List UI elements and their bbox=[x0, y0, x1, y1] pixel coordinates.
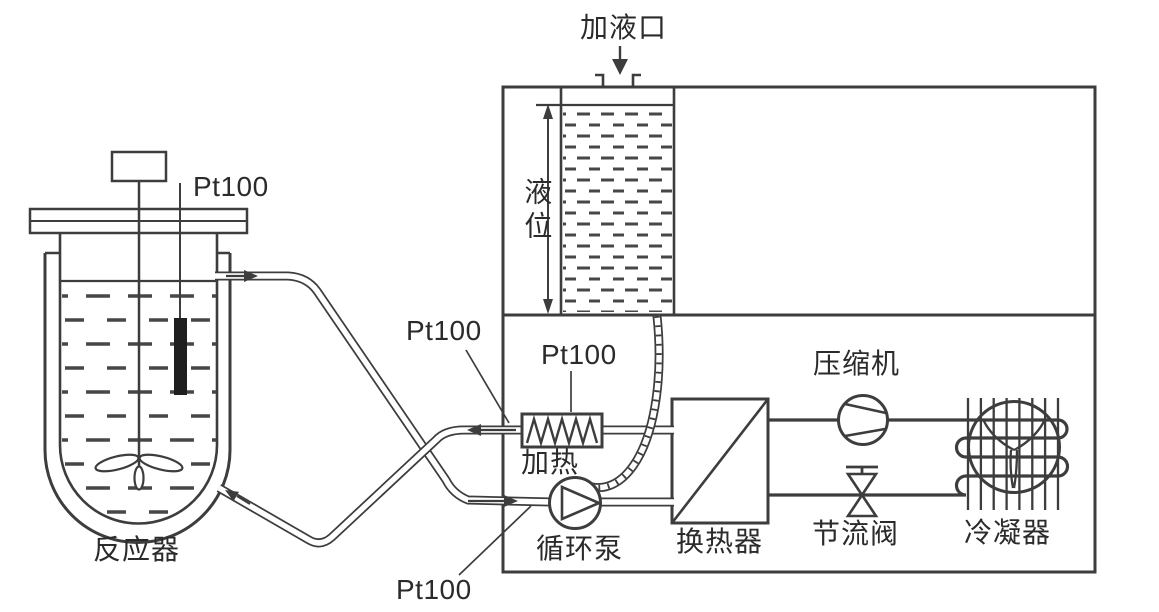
fill-arrow bbox=[612, 46, 628, 75]
fill-port bbox=[595, 73, 641, 87]
leader-pt100-upper bbox=[465, 349, 510, 424]
label-compressor: 压缩机 bbox=[813, 348, 901, 379]
flow-arrows bbox=[225, 270, 518, 507]
tank-drain-hose bbox=[584, 315, 664, 493]
pipe-return bbox=[216, 425, 524, 548]
leader-pt100-lower bbox=[458, 505, 532, 576]
pt100-probe bbox=[174, 318, 187, 395]
label-fill-port: 加液口 bbox=[580, 12, 668, 43]
liquid-level-arrow bbox=[543, 104, 553, 314]
arrow-to-pump bbox=[468, 495, 518, 507]
throttle-valve-symbol bbox=[845, 465, 879, 518]
stirrer-motor bbox=[110, 150, 168, 183]
label-pt100-return: Pt100 bbox=[396, 574, 472, 605]
reactor-inner-wall bbox=[58, 233, 219, 525]
tank-walls bbox=[559, 87, 676, 315]
label-liquid-level: 液位 bbox=[521, 177, 553, 245]
label-heater: 加热 bbox=[521, 447, 580, 478]
unit-enclosure bbox=[501, 85, 1097, 574]
label-heat-exchanger: 换热器 bbox=[676, 526, 764, 557]
label-pt100-reactor: Pt100 bbox=[193, 171, 269, 202]
label-pt100-heater: Pt100 bbox=[541, 339, 617, 370]
label-reactor: 反应器 bbox=[93, 534, 181, 565]
refrigerant-loop bbox=[768, 418, 1070, 497]
pipe-reactor-outlet bbox=[215, 271, 552, 507]
arrow-into-reactor bbox=[225, 490, 251, 505]
label-pt100-supply: Pt100 bbox=[406, 315, 482, 346]
condenser-fan bbox=[967, 400, 1061, 494]
arrow-reactor-out bbox=[226, 270, 258, 282]
compressor-symbol bbox=[837, 394, 889, 446]
pump-symbol bbox=[548, 476, 603, 530]
stirrer-propeller bbox=[94, 453, 184, 491]
heat-exchanger-symbol bbox=[670, 397, 770, 525]
tank-liquid bbox=[563, 109, 672, 312]
label-leaders bbox=[458, 349, 572, 576]
reactor-vessel bbox=[28, 150, 249, 544]
label-throttle-valve: 节流阀 bbox=[812, 518, 900, 549]
heater-symbol bbox=[520, 412, 604, 449]
expansion-tank bbox=[536, 46, 676, 315]
label-circulation-pump: 循环泵 bbox=[536, 533, 624, 564]
arrow-return bbox=[467, 424, 516, 436]
label-condenser: 冷凝器 bbox=[964, 517, 1052, 548]
